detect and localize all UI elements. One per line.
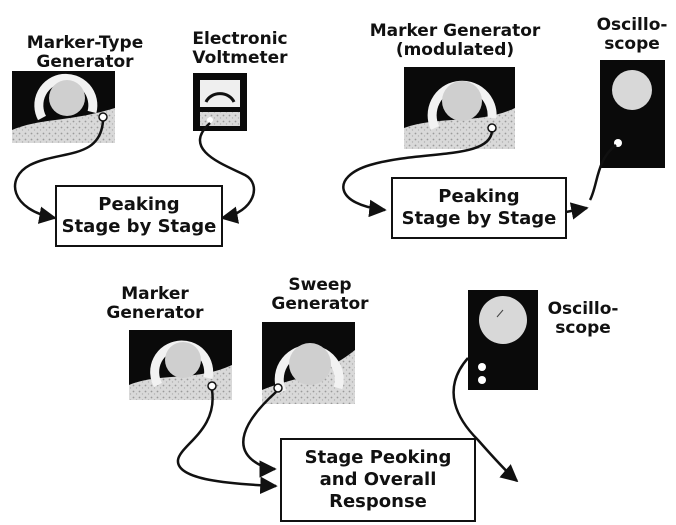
oscilloscope-label-top: Oscillo- scope <box>596 15 668 54</box>
dial-icon <box>289 343 331 385</box>
marker-type-generator-label: Marker-Type Generator <box>26 33 144 72</box>
output-jack-icon <box>207 381 217 391</box>
setup3-cables <box>176 357 519 495</box>
electronic-voltmeter-label: Electronic Voltmeter <box>192 29 288 68</box>
sweep-generator-label: Sweep Generator <box>271 275 369 314</box>
setup2-cables <box>342 130 617 220</box>
sweep-generator-device <box>262 322 355 404</box>
electronic-voltmeter-device <box>193 73 247 131</box>
output-jack-icon <box>98 112 108 122</box>
oscilloscope-device-bottom <box>468 290 538 390</box>
meter-scale-icon <box>204 92 236 103</box>
marker-generator-modulated-label: Marker Generator (modulated) <box>369 21 541 60</box>
marker-type-generator-device <box>12 71 115 143</box>
stage-peaking-overall-response-box: Stage Peoking and Overall Response <box>280 438 476 522</box>
oscilloscope-label-bottom: Oscillo- scope <box>547 299 619 338</box>
setup1-cables <box>13 120 256 224</box>
crt-screen-icon <box>479 296 527 344</box>
marker-generator-modulated-device <box>404 67 515 149</box>
marker-generator-label: Marker Generator <box>106 284 204 323</box>
dial-icon <box>442 81 482 121</box>
peaking-stage-box-1: Peaking Stage by Stage <box>55 185 223 247</box>
marker-generator-device <box>129 330 232 400</box>
output-jack-icon <box>487 123 497 133</box>
dial-icon <box>49 80 85 116</box>
peaking-stage-box-2: Peaking Stage by Stage <box>391 177 567 239</box>
crt-screen-icon <box>612 70 652 110</box>
output-jack-icon <box>273 383 283 393</box>
dial-icon <box>165 342 201 378</box>
